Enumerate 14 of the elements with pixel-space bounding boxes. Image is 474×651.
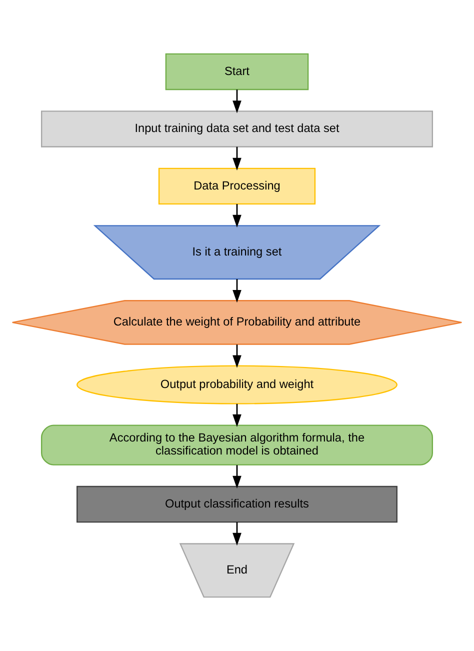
- arrow: [232, 465, 242, 488]
- arrow: [232, 90, 242, 114]
- arrow: [232, 344, 242, 368]
- arrow: [232, 404, 242, 428]
- arrow: [232, 146, 242, 171]
- node-ellipse: Output probability and weight: [76, 365, 398, 404]
- arrow: [232, 204, 242, 228]
- arrow: [232, 279, 242, 303]
- node-box: Start: [165, 53, 309, 90]
- node-box: Input training data set and test data set: [40, 110, 433, 148]
- node-box: Data Processing: [158, 168, 316, 205]
- node-box: Output classification results: [76, 486, 398, 523]
- node-box: According to the Bayesian algorithm formula, the classification model is obtained: [40, 424, 433, 466]
- arrow: [232, 522, 242, 546]
